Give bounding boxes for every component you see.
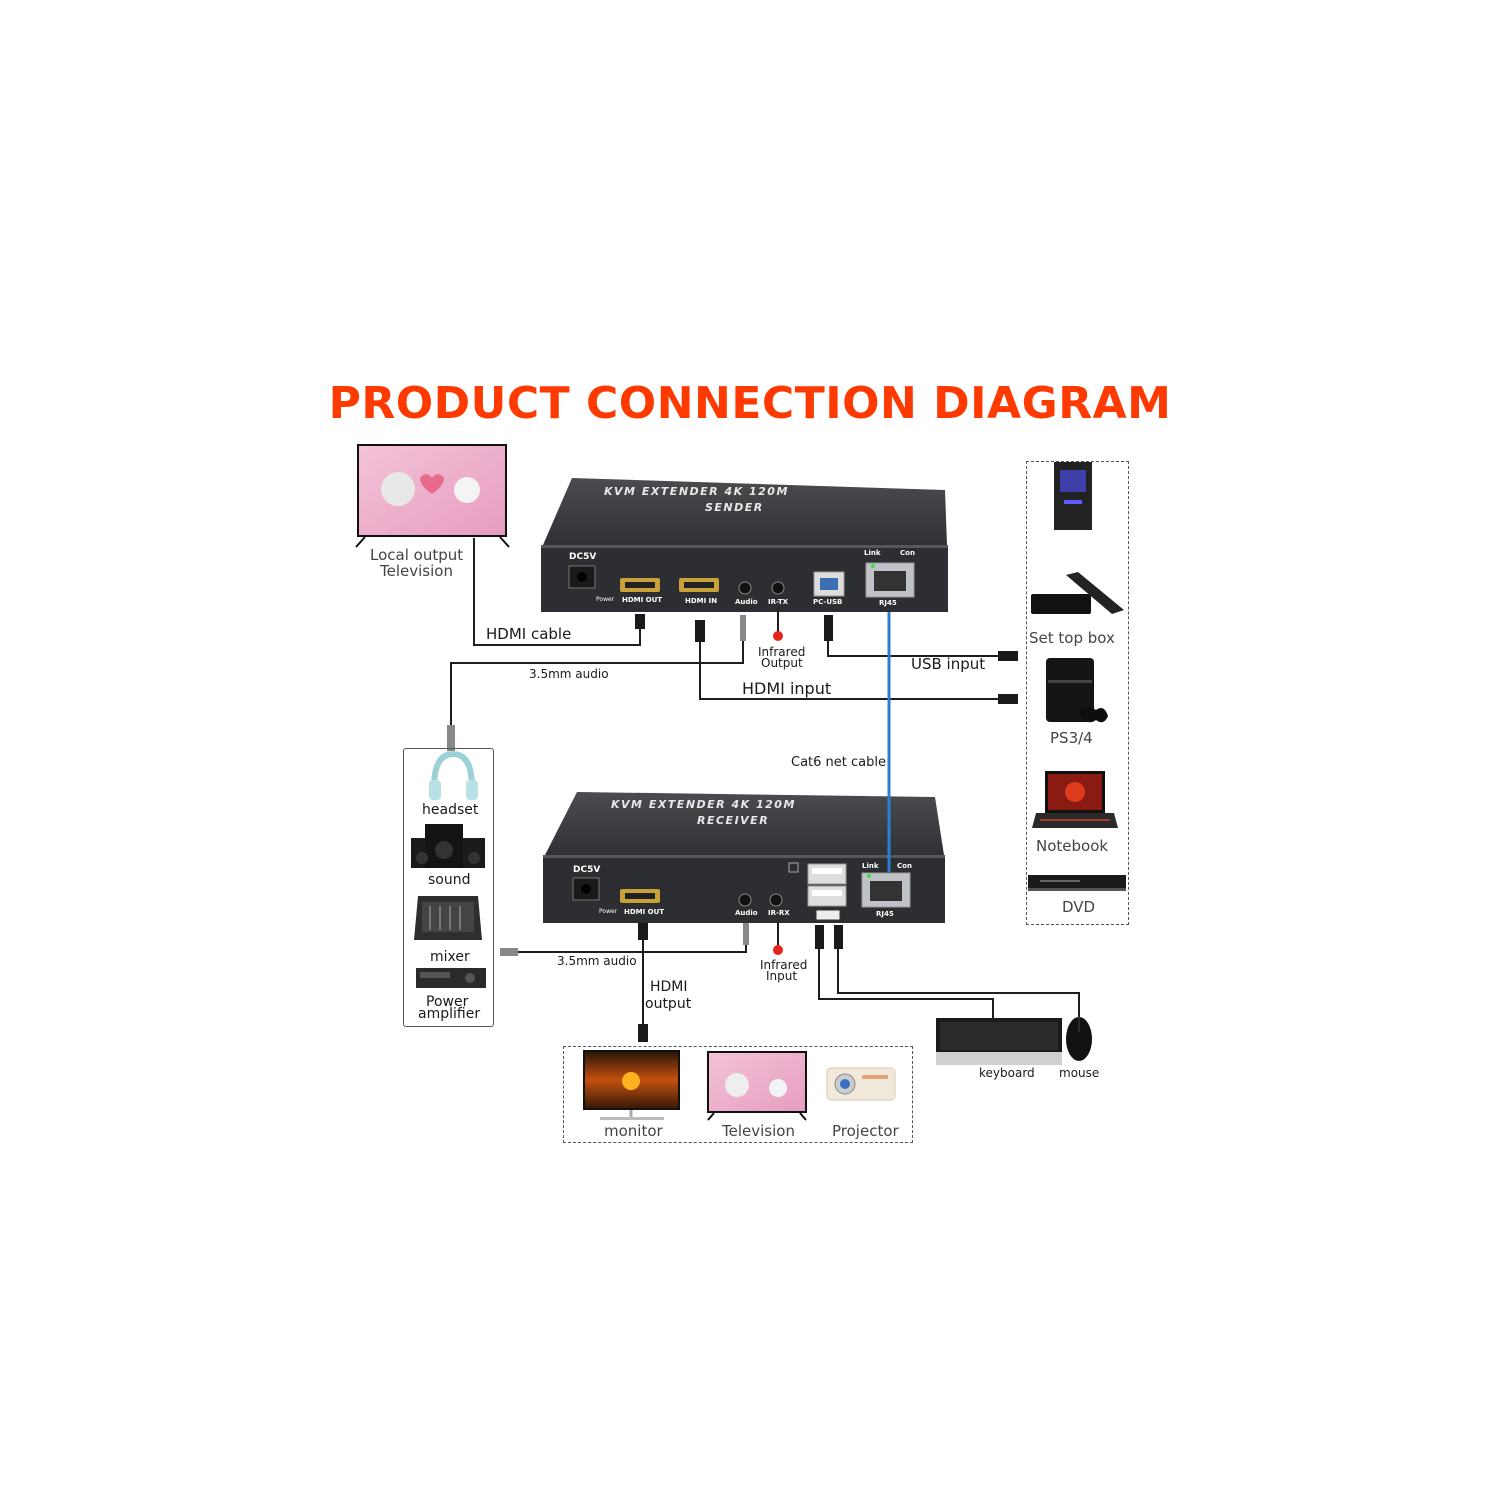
mouse-label: mouse [1059, 1066, 1100, 1080]
hdmi-output-label-1: HDMI [650, 979, 688, 995]
receiver-port-power: Power [599, 908, 618, 915]
receiver-port-dc: DC5V [573, 865, 601, 875]
keyboard-image [936, 1018, 1062, 1065]
sender-port-link: Link [864, 549, 881, 557]
infrared-input-label-2: Input [766, 969, 798, 983]
hdmi-cable-label: HDMI cable [486, 625, 572, 643]
sender-name-line2: SENDER [705, 501, 764, 514]
source-ps-label: PS3/4 [1050, 729, 1093, 747]
monitor-image [583, 1050, 680, 1120]
source-notebook-label: Notebook [1036, 837, 1109, 855]
local-tv-label-1: Local output [370, 546, 464, 564]
sender-port-audio: Audio [735, 598, 758, 606]
local-tv-label-2: Television [380, 562, 453, 580]
audio-devices-frame [403, 748, 494, 1027]
usb-input-label: USB input [911, 655, 986, 673]
ps-console-image [1046, 658, 1108, 723]
receiver-port-audio: Audio [735, 909, 758, 917]
television-image [707, 1051, 807, 1121]
mouse-image [1066, 1017, 1092, 1061]
local-tv-image [355, 444, 510, 548]
receiver-port-hdmi-out: HDMI OUT [624, 908, 665, 916]
audio-headset-label: headset [422, 802, 479, 818]
receiver-box [543, 792, 945, 923]
display-monitor-label: monitor [604, 1122, 663, 1140]
display-television-label: Television [722, 1122, 795, 1140]
infrared-output-label-2: Output [761, 656, 803, 670]
sources-frame [1026, 461, 1129, 925]
headset-image [429, 750, 478, 800]
projector-image [826, 1067, 896, 1101]
audio-power-label: Power [426, 994, 469, 1010]
receiver-port-con: Con [897, 862, 912, 870]
receiver-name-line1: KVM EXTENDER 4K 120M [611, 798, 796, 811]
display-projector-label: Projector [832, 1122, 899, 1140]
sender-port-power: Power [596, 596, 615, 603]
infrared-input-label-1: Infrared [760, 958, 808, 972]
sender-port-pc-usb: PC-USB [813, 598, 843, 606]
speakers-image [411, 824, 485, 868]
source-set-top-box-label: Set top box [1029, 629, 1115, 647]
audio-top-label: 3.5mm audio [529, 667, 609, 681]
sender-port-dc: DC5V [569, 552, 597, 562]
keyboard-label: keyboard [979, 1066, 1035, 1080]
sender-port-hdmi-out: HDMI OUT [622, 596, 663, 604]
receiver-port-link: Link [862, 862, 879, 870]
cat6-label: Cat6 net cable [791, 755, 886, 770]
sender-port-rj45: RJ45 [879, 599, 897, 607]
sender-port-ir: IR-TX [768, 598, 789, 606]
sender-port-con: Con [900, 549, 915, 557]
pc-tower-image [1054, 462, 1092, 530]
hdmi-input-label: HDMI input [742, 679, 832, 698]
notebook-image [1032, 771, 1118, 828]
sender-name-line1: KVM EXTENDER 4K 120M [604, 485, 789, 498]
sender-box [541, 478, 948, 612]
mixer-image [414, 896, 482, 940]
receiver-port-rj45: RJ45 [876, 910, 894, 918]
infrared-output-label-1: Infrared [758, 645, 806, 659]
cable-connectors [447, 614, 1018, 1042]
page-title: PRODUCT CONNECTION DIAGRAM [328, 378, 1172, 429]
ir-dots [773, 610, 783, 955]
set-top-box-image [1031, 572, 1124, 614]
audio-bottom-label: 3.5mm audio [557, 954, 637, 968]
source-dvd-label: DVD [1062, 898, 1096, 916]
audio-mixer-label: mixer [430, 949, 470, 965]
audio-sound-label: sound [428, 872, 471, 888]
receiver-port-ir: IR-RX [768, 909, 790, 917]
power-amplifier-image [416, 968, 486, 988]
hdmi-output-label-2: output [645, 996, 692, 1012]
receiver-name-line2: RECEIVER [697, 814, 770, 827]
dvd-player-image [1028, 875, 1126, 891]
sender-port-hdmi-in: HDMI IN [685, 597, 718, 605]
audio-amplifier-label: amplifier [418, 1006, 481, 1022]
displays-frame [563, 1046, 913, 1143]
